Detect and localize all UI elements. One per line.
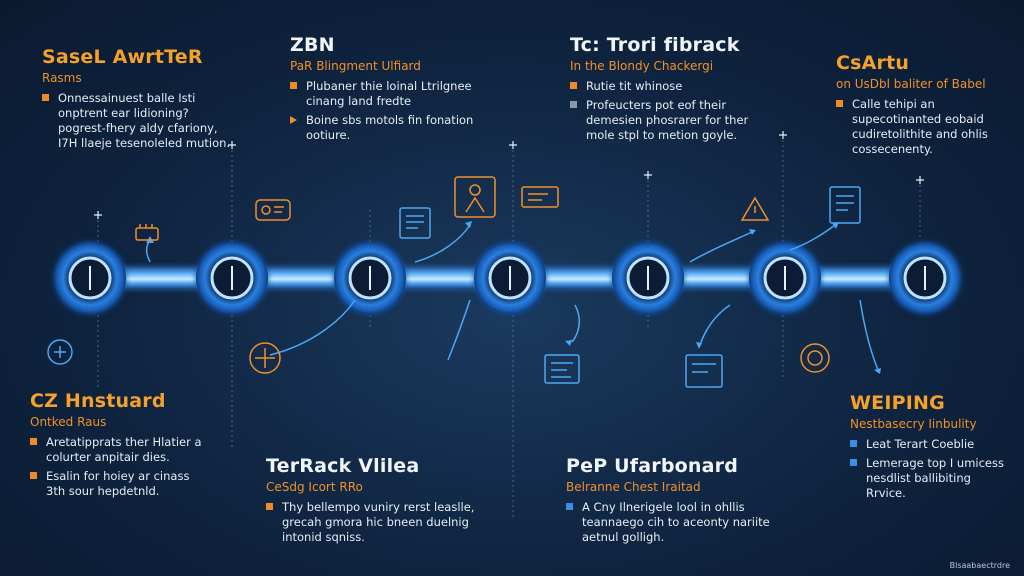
block-bottom-1: CZ Hnstuard Ontked Raus Aretatipprats th…	[30, 390, 210, 503]
chain-link-6	[749, 242, 821, 314]
block-title: CsArtu	[836, 52, 910, 74]
chain-link-3	[334, 242, 406, 314]
server-icon	[685, 354, 723, 388]
square-bullet-icon	[30, 472, 37, 479]
terminal-icon	[521, 186, 559, 208]
triangle-bullet-icon	[290, 116, 297, 124]
block-subtitle: CeSdg Icort RRo	[266, 480, 363, 494]
connector-arrows	[145, 224, 879, 371]
bullet-item: Profeucters pot eof their demesien phosr…	[570, 98, 770, 143]
block-subtitle: Belranne Chest Iraitad	[566, 480, 701, 494]
square-bullet-icon	[266, 503, 273, 510]
bullet-item: Plubaner thie loinal Ltrilgnee cinang la…	[290, 79, 480, 109]
corner-credit: Blsaabaectrdre	[949, 561, 1010, 570]
bullet-list: Rutie tit whinose Profeucters pot eof th…	[570, 79, 770, 143]
bell-icon	[47, 339, 73, 365]
square-bullet-icon	[290, 82, 297, 89]
gear-icon	[255, 199, 291, 221]
document-icon	[399, 207, 431, 239]
block-title: PeP Ufarbonard	[566, 455, 739, 477]
scale-icon	[249, 342, 281, 374]
chain-link-4	[474, 242, 546, 314]
block-bottom-3: PeP Ufarbonard Belranne Chest Iraitad A …	[566, 455, 786, 549]
bullet-item: Calle tehipi an supecotinanted eobaid cu…	[836, 97, 1012, 157]
bullet-list: Aretatipprats ther Hlatier a colurter an…	[30, 435, 210, 499]
block-top-3: Tc: Trori fibrack In the Blondy Chackerg…	[570, 34, 770, 147]
block-subtitle: PaR Blingment Ulfiard	[290, 59, 421, 73]
square-bullet-icon	[30, 438, 37, 445]
guide-crosses	[94, 131, 924, 219]
bullet-list: Calle tehipi an supecotinanted eobaid cu…	[836, 97, 1012, 157]
block-subtitle: on UsDbl baliter of Babel	[836, 77, 986, 91]
bullet-list: Leat Terart Coeblie Lemerage top I umice…	[850, 437, 1014, 501]
bullet-item: A Cny Ilnerigele lool in ohllis teannaeg…	[566, 500, 786, 545]
block-top-2: ZBN PaR Blingment Ulfiard Plubaner thie …	[290, 34, 480, 147]
bullet-item: Boine sbs motols fin fonation ootiure.	[290, 113, 480, 143]
bullet-item: Esalin for hoiey ar cinass 3th sour hepd…	[30, 469, 210, 499]
warning-icon	[740, 196, 770, 221]
square-bullet-icon	[42, 94, 49, 101]
bullet-item: Aretatipprats ther Hlatier a colurter an…	[30, 435, 210, 465]
block-title: SaseL AwrtTeR	[42, 46, 203, 68]
bullet-item: Rutie tit whinose	[570, 79, 770, 94]
person-icon	[454, 176, 496, 218]
block-subtitle: Nestbasecry Iinbulity	[850, 417, 977, 431]
block-title: Tc: Trori fibrack	[570, 34, 740, 56]
list-icon	[829, 186, 861, 224]
coin-icon	[800, 343, 830, 373]
bullet-list: Plubaner thie loinal Ltrilgnee cinang la…	[290, 79, 480, 143]
block-title: WEIPING	[850, 392, 945, 414]
bullet-list: A Cny Ilnerigele lool in ohllis teannaeg…	[566, 500, 786, 545]
block-bottom-2: TerRack Vlilea CeSdg Icort RRo Thy belle…	[266, 455, 486, 549]
block-subtitle: Ontked Raus	[30, 415, 107, 429]
block-title: ZBN	[290, 34, 335, 56]
block-top-4: CsArtu on UsDbl baliter of Babel Calle t…	[836, 52, 1012, 161]
square-bullet-icon	[570, 101, 577, 108]
chain-link-2	[196, 242, 268, 314]
square-bullet-icon	[850, 459, 857, 466]
arrow-heads	[146, 221, 881, 374]
bullet-list: Onnessainuest balle Isti onptrent ear li…	[42, 91, 232, 151]
chain-link-1	[54, 242, 126, 314]
bullet-item: Onnessainuest balle Isti onptrent ear li…	[42, 91, 232, 151]
block-title: TerRack Vlilea	[266, 455, 420, 477]
chain-link-5	[612, 242, 684, 314]
chain-link-7	[889, 242, 961, 314]
bullet-item: Thy bellempo vuniry rerst leaslle, greca…	[266, 500, 486, 545]
block-subtitle: In the Blondy Chackergi	[570, 59, 714, 73]
block-bottom-4: WEIPING Nestbasecry Iinbulity Leat Terar…	[850, 392, 1014, 505]
cake-icon	[135, 224, 159, 241]
monitor-icon	[544, 354, 580, 384]
square-bullet-icon	[570, 82, 577, 89]
bullet-item: Leat Terart Coeblie	[850, 437, 1014, 452]
square-bullet-icon	[836, 100, 843, 107]
block-title: CZ Hnstuard	[30, 390, 166, 412]
chain-links	[54, 242, 961, 314]
square-bullet-icon	[566, 503, 573, 510]
bullet-list: Thy bellempo vuniry rerst leaslle, greca…	[266, 500, 486, 545]
block-subtitle: Rasms	[42, 71, 82, 85]
bullet-item: Lemerage top I umicess nesdlist ballibit…	[850, 456, 1014, 501]
square-bullet-icon	[850, 440, 857, 447]
block-top-1: SaseL AwrtTeR Rasms Onnessainuest balle …	[42, 46, 232, 155]
